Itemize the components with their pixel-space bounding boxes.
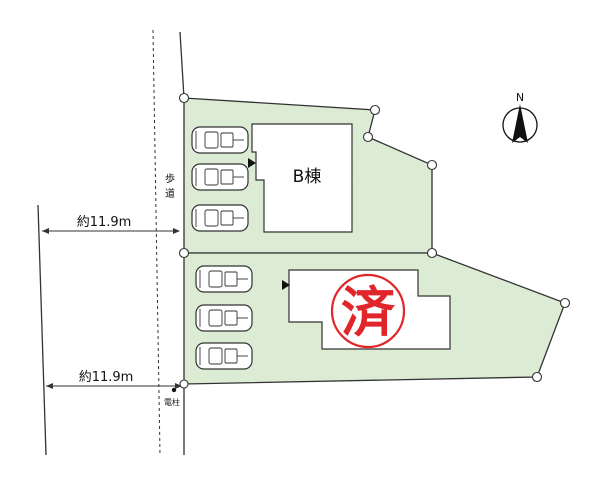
car-topview-icon xyxy=(195,304,253,332)
lot-vertex-marker xyxy=(559,297,571,309)
distance-label-top: 約11.9m xyxy=(77,215,132,230)
sold-stamp: 済 xyxy=(330,273,406,349)
lot-vertex-marker xyxy=(426,247,438,259)
arrowhead-right-icon xyxy=(175,383,182,389)
entrance-marker-icon xyxy=(282,280,290,290)
parking-spaces xyxy=(191,126,253,370)
sidewalk-label-1: 歩 xyxy=(165,172,175,185)
sold-stamp-text: 済 xyxy=(341,281,396,344)
lot-vertex-marker xyxy=(178,92,190,104)
entrance-marker-icon xyxy=(248,158,256,168)
lot-vertex-marker xyxy=(426,159,438,171)
arrowhead-left-icon xyxy=(42,228,49,234)
north-label: N xyxy=(516,91,524,104)
car-topview-icon xyxy=(191,204,249,232)
compass-north-icon: N xyxy=(502,91,538,143)
lot-vertex-marker xyxy=(531,371,543,383)
distance-label-bottom: 約11.9m xyxy=(79,370,134,385)
car-topview-icon xyxy=(195,342,253,370)
building-b-footprint xyxy=(251,123,353,233)
arrowhead-left-icon xyxy=(46,383,53,389)
arrowhead-right-icon xyxy=(173,228,180,234)
sidewalk-edge-upper xyxy=(179,31,185,99)
sidewalk-label-2: 道 xyxy=(165,187,175,200)
car-topview-icon xyxy=(191,163,249,191)
lot-vertex-marker xyxy=(178,247,190,259)
sold-building-footprint xyxy=(288,269,451,350)
lot-vertex-marker xyxy=(362,131,374,143)
road-edge-left xyxy=(37,204,47,456)
sidewalk-dashed-line xyxy=(152,29,161,456)
utility-pole-icon xyxy=(171,387,177,393)
car-topview-icon xyxy=(191,126,249,154)
building-b-label: B棟 xyxy=(293,167,322,187)
utility-pole-label: 電柱 xyxy=(164,397,180,407)
lot-vertex-marker xyxy=(369,104,381,116)
lot-vertices xyxy=(178,92,571,383)
utility-pole-marker xyxy=(179,379,189,389)
car-topview-icon xyxy=(195,265,253,293)
